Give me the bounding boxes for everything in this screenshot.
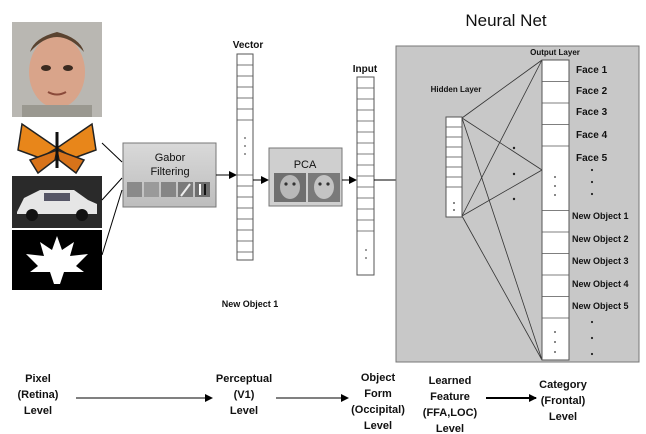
level-learned-feature-line1: Learned xyxy=(429,375,472,387)
level-object-form-line4: Level xyxy=(364,420,392,432)
level-learned-feature: Learned Feature (FFA,LOC) Level xyxy=(423,375,478,434)
level-pixel-line2: (Retina) xyxy=(18,389,59,401)
gabor-filter-patches xyxy=(127,182,210,197)
gabor-label-line1: Gabor xyxy=(155,152,186,164)
level-learned-feature-line3: (FFA,LOC) xyxy=(423,407,478,419)
vector-caption: New Object 1 xyxy=(222,299,279,309)
level-category-line2: (Frontal) xyxy=(541,395,586,407)
car-photo xyxy=(12,176,102,228)
output-label-object-5: New Object 5 xyxy=(572,301,629,311)
output-label-object-2: New Object 2 xyxy=(572,234,629,244)
output-label-object-3: New Object 3 xyxy=(572,256,629,266)
level-learned-feature-line4: Level xyxy=(436,423,464,434)
level-object-form: Object Form (Occipital) Level xyxy=(351,372,405,432)
output-label-face-2: Face 2 xyxy=(576,86,608,97)
level-object-form-line3: (Occipital) xyxy=(351,404,405,416)
level-object-form-line2: Form xyxy=(364,388,392,400)
output-label-face-5: Face 5 xyxy=(576,153,608,164)
level-perceptual-line2: (V1) xyxy=(234,389,255,401)
leaf-silhouette xyxy=(12,230,102,290)
face-photo xyxy=(12,22,102,117)
neural-net-title: Neural Net xyxy=(465,11,547,30)
output-face-labels: Face 1 Face 2 Face 3 Face 4 Face 5 xyxy=(576,65,608,164)
level-perceptual-line3: Level xyxy=(230,405,258,417)
output-layer-column xyxy=(541,59,570,361)
pca-face-thumbnails xyxy=(274,173,340,202)
input-column xyxy=(356,76,375,276)
pca-box: PCA xyxy=(268,147,343,207)
level-perceptual-line1: Perceptual xyxy=(216,373,272,385)
butterfly-photo xyxy=(12,120,102,175)
vector-label: Vector xyxy=(233,40,264,51)
level-pixel-line3: Level xyxy=(24,405,52,417)
hidden-layer-label: Hidden Layer xyxy=(431,85,482,94)
pca-label: PCA xyxy=(294,159,317,171)
level-object-form-line1: Object xyxy=(361,372,396,384)
vector-column xyxy=(236,53,254,261)
output-label-object-1: New Object 1 xyxy=(572,211,629,221)
level-pixel-line1: Pixel xyxy=(25,373,51,385)
level-pixel: Pixel (Retina) Level xyxy=(18,373,59,417)
output-label-face-1: Face 1 xyxy=(576,65,608,76)
input-label: Input xyxy=(353,64,378,75)
level-perceptual: Perceptual (V1) Level xyxy=(216,373,272,417)
output-label-object-4: New Object 4 xyxy=(572,279,629,289)
output-layer-label: Output Layer xyxy=(530,48,580,57)
hidden-layer-column xyxy=(445,116,463,218)
level-category-line3: Level xyxy=(549,411,577,423)
output-object-labels: New Object 1 New Object 2 New Object 3 N… xyxy=(572,211,629,311)
gabor-label-line2: Filtering xyxy=(150,166,189,178)
level-category-line1: Category xyxy=(539,379,588,391)
level-category: Category (Frontal) Level xyxy=(539,379,588,423)
output-label-face-3: Face 3 xyxy=(576,107,608,118)
output-label-face-4: Face 4 xyxy=(576,130,608,141)
neural-net-panel: Output Layer Hidden Layer xyxy=(395,45,640,363)
gabor-filtering-box: Gabor Filtering xyxy=(122,142,217,208)
level-learned-feature-line2: Feature xyxy=(430,391,470,403)
